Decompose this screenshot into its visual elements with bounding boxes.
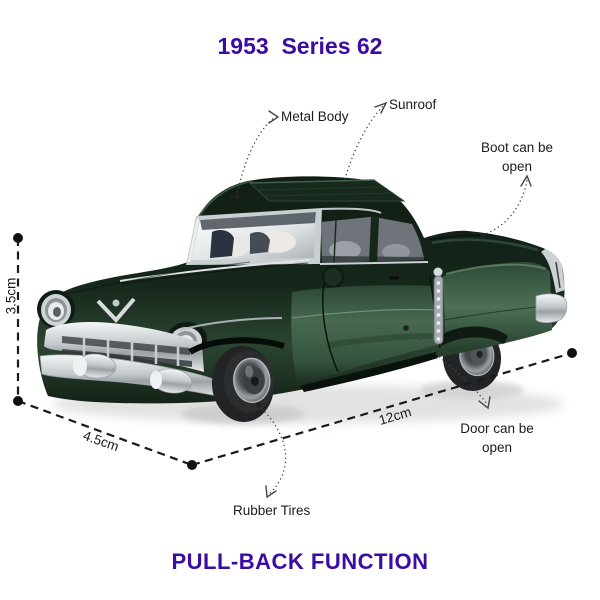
page-title: 1953 Series 62 (217, 33, 383, 59)
rear-bumper (535, 293, 568, 324)
depth-dimension-line (17, 399, 193, 467)
sunroof-arrow (343, 105, 384, 184)
footer-feature: PULL-BACK FUNCTION (171, 549, 429, 574)
chrome-trim-strip (433, 267, 444, 345)
sunroof-panel (248, 179, 406, 202)
boot-arrow (482, 179, 528, 236)
front-grille (44, 322, 204, 372)
annotations (13, 101, 577, 499)
hood-emblem (96, 297, 136, 323)
front-wheel (211, 346, 275, 422)
rear-fender (436, 262, 552, 352)
metal-body-label: Metal Body (281, 109, 349, 124)
door-label: Door can be open (460, 421, 534, 455)
door-arrow (406, 328, 488, 405)
rubber-tires-label: Rubber Tires (233, 503, 311, 518)
height-dimension-label: 3.5cm (3, 277, 19, 315)
sunroof-label: Sunroof (389, 97, 437, 112)
length-dimension-line (191, 351, 573, 467)
front-bumper (39, 353, 229, 399)
dimension-dots (13, 233, 577, 470)
boot-label: Boot can be open (480, 140, 554, 174)
tail-fin (541, 249, 565, 293)
door-handle (389, 276, 399, 280)
door-panel (291, 275, 441, 392)
windshield (186, 207, 382, 265)
side-mirror (322, 266, 344, 288)
car-body (37, 176, 568, 404)
rubber-tires-arrow (258, 405, 287, 495)
side-windows (319, 217, 429, 265)
